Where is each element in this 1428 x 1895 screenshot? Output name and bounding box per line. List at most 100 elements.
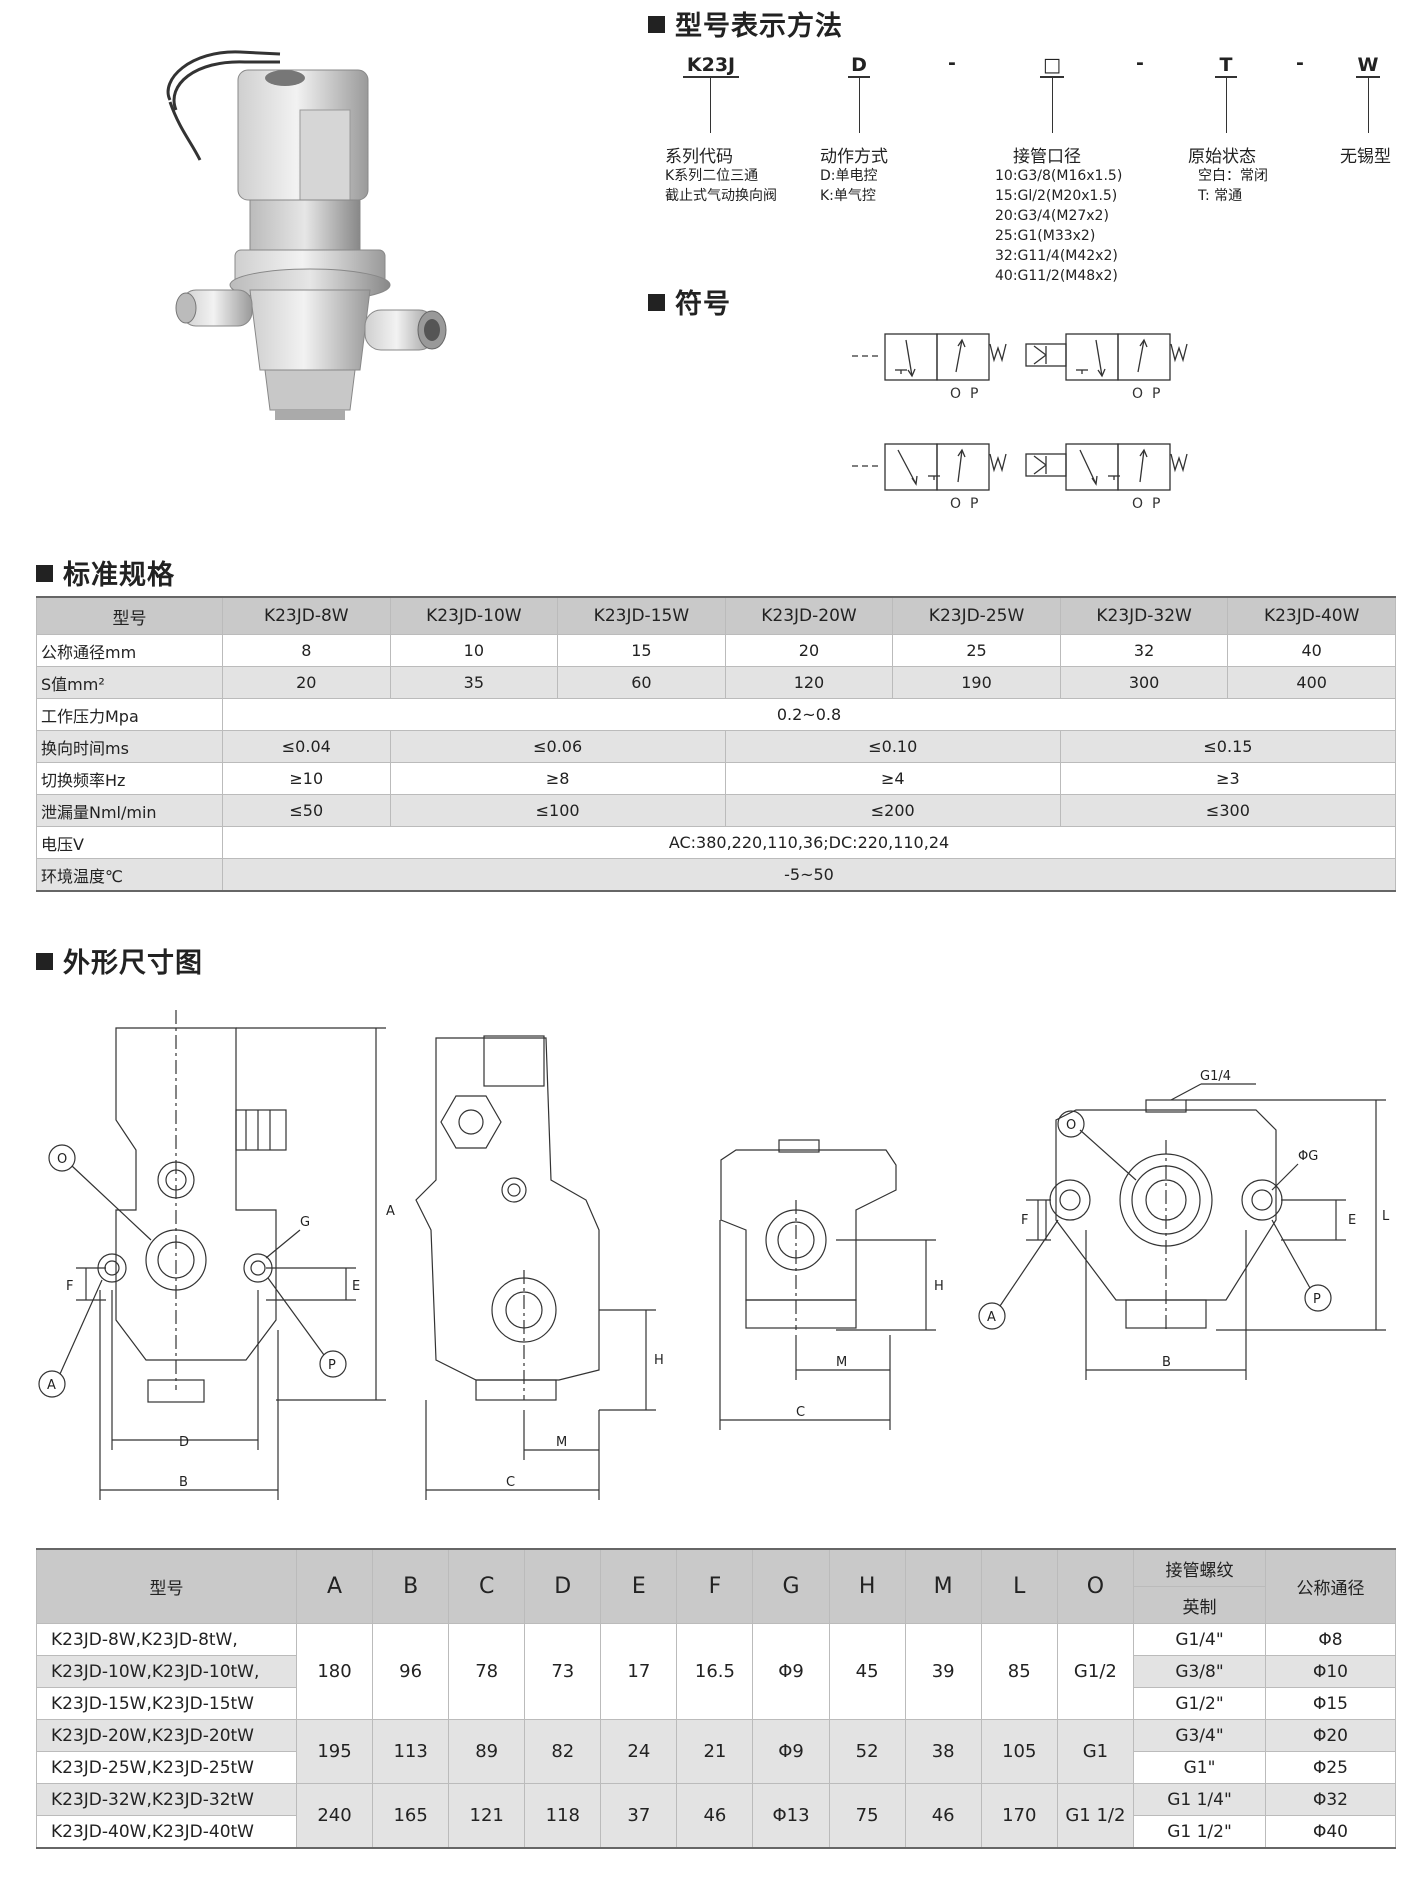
port-desc-2: 15:Gl/2(M20x1.5) [995,188,1118,204]
table-row: 工作压力Mpa 0.2~0.8 [36,698,1396,731]
header-cell: C [448,1548,526,1624]
header-cell: O [1056,1548,1135,1624]
header-cell: F [676,1548,754,1624]
port-o-label: O [1132,386,1143,402]
table-cell: 85 [980,1623,1058,1720]
side-view-drawing [415,1035,656,1500]
heading-text: 符号 [675,289,731,320]
header-cell: K23JD-10W [389,596,559,635]
table-cell: ≥3 [1059,762,1397,795]
action-title: 动作方式 [820,147,888,167]
table-row: K23JD-40W,K23JD-40tW G1 1/2" Φ40 [36,1815,1396,1849]
label-g14: G1/4 [1200,1069,1231,1084]
state-desc-2: T: 常通 [1198,188,1243,204]
code-action: D [851,54,867,76]
action-desc-2: K:单气控 [820,188,876,204]
code-leader-line [1226,77,1227,133]
port-o-label: O [950,386,961,402]
label-f: F [66,1279,73,1294]
table-cell: 21 [676,1719,754,1784]
table-row: 泄漏量Nml/min ≤50 ≤100 ≤200 ≤300 [36,794,1397,827]
table-cell: G1 [1056,1719,1135,1784]
header-cell: D [524,1548,602,1624]
table-cell: ≤300 [1059,794,1397,827]
table-cell: 120 [724,666,894,699]
table-cell: Φ13 [752,1783,830,1849]
header-cell: B [372,1548,450,1624]
table-row: 切换频率Hz ≥10 ≥8 ≥4 ≥3 [36,762,1397,795]
table-cell: Φ20 [1265,1719,1396,1752]
table-header-row: 型号 A B C D E F G H M L O 接管螺纹 公称通径 [36,1548,1396,1624]
outline-drawings: O A P G F E A D B H M C H M C O A P G1/4… [38,1010,1390,1500]
port-o-label: O [950,496,961,512]
table-row: K23JD-10W,K23JD-10tW, G3/8" Φ10 [36,1655,1396,1688]
label-p: P [1313,1292,1321,1307]
table-cell: -5~50 [222,858,1396,892]
table-cell: 46 [904,1783,982,1849]
table-cell: 46 [676,1783,754,1849]
table-cell: 89 [448,1719,526,1784]
table-cell: ≥8 [389,762,726,795]
valve-symbols: O P O P O P O P [852,333,1188,512]
table-cell: G3/8" [1133,1655,1266,1688]
table-cell: G1 1/2" [1133,1815,1266,1849]
table-cell: 240 [295,1783,374,1849]
code-leader-line [1368,77,1369,133]
code-dash: - [1136,52,1144,74]
square-bullet-icon [648,294,665,311]
table-cell: ≤0.15 [1059,730,1397,763]
dimension-table: 型号 A B C D E F G H M L O 接管螺纹 公称通径 英制 K2… [36,1548,1396,1849]
table-cell: 16.5 [676,1623,754,1720]
series-desc-1: K系列二位三通 [665,168,759,184]
port-desc-1: 10:G3/8(M16x1.5) [995,168,1123,184]
code-dash: - [948,52,956,74]
state-title: 原始状态 [1188,147,1256,167]
series-title: 系列代码 [665,147,733,167]
table-cell: ≤50 [222,794,391,827]
table-cell: 37 [600,1783,678,1849]
table-cell: 165 [372,1783,450,1849]
spec-table: 型号 K23JD-8W K23JD-10W K23JD-15W K23JD-20… [36,596,1397,892]
table-cell: 20 [724,634,894,667]
table-cell: 0.2~0.8 [222,698,1396,731]
table-cell: Φ10 [1265,1655,1396,1688]
table-cell: 45 [828,1623,906,1720]
label-c: C [506,1475,515,1490]
model-cell: K23JD-8W,K23JD-8tW, [36,1623,297,1656]
heading-outline: 外形尺寸图 [36,941,203,980]
code-state: T [1219,54,1233,76]
model-cell: K23JD-15W,K23JD-15tW [36,1687,297,1720]
port-p-label: P [970,386,978,402]
label-d: D [179,1435,189,1450]
table-cell: 17 [600,1623,678,1720]
header-cell: E [600,1548,678,1624]
square-bullet-icon [648,16,665,33]
table-cell: G3/4" [1133,1719,1266,1752]
table-cell: G1/4" [1133,1623,1266,1656]
table-cell: 35 [389,666,559,699]
row-label: 工作压力Mpa [36,698,223,731]
code-leader-line [710,77,711,133]
table-cell: 180 [295,1623,374,1720]
table-cell: ≤0.06 [389,730,726,763]
table-cell: Φ9 [752,1719,830,1784]
table-cell: 105 [980,1719,1058,1784]
table-cell: 170 [980,1783,1058,1849]
model-cell: K23JD-10W,K23JD-10tW, [36,1655,297,1688]
heading-text: 外形尺寸图 [63,948,203,979]
port-desc-6: 40:G11/2(M48x2) [995,268,1118,284]
table-cell: G1 1/2 [1056,1783,1135,1849]
table-cell: 38 [904,1719,982,1784]
heading-text: 标准规格 [63,560,175,591]
table-row: K23JD-32W,K23JD-32tW 240 165 121 118 37 … [36,1783,1396,1849]
header-cell: K23JD-40W [1227,596,1396,635]
header-cell: L [980,1548,1058,1624]
table-row: 环境温度℃ -5~50 [36,858,1396,892]
table-cell: 96 [372,1623,450,1720]
table-cell: 32 [1059,634,1229,667]
state-desc-1: 空白：常闭 [1198,168,1268,184]
label-b: B [1162,1355,1171,1370]
header-cell: 英制 [1133,1586,1266,1624]
table-cell: G1/2 [1056,1623,1135,1720]
code-port: □ [1043,54,1061,76]
